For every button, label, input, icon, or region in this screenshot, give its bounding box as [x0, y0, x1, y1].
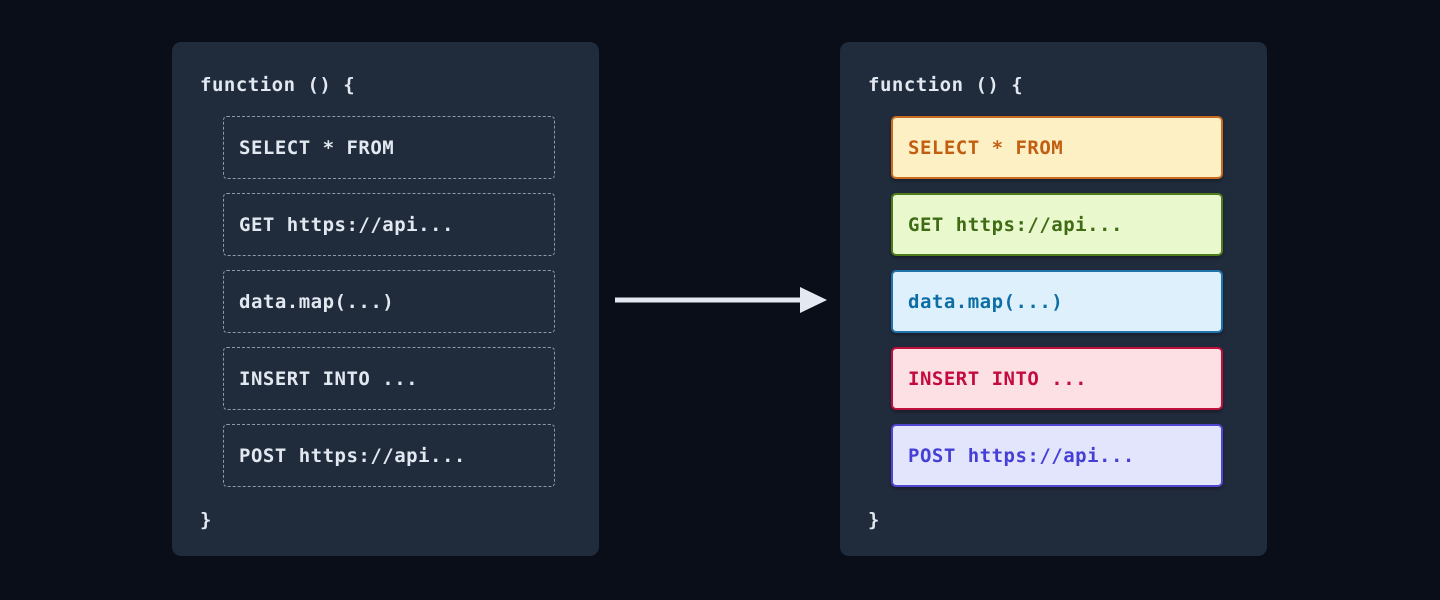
- function-close-line: }: [200, 509, 212, 531]
- code-block-get: GET https://api...: [223, 193, 555, 256]
- code-block-post-highlighted: POST https://api...: [891, 424, 1223, 487]
- highlighted-block-list: SELECT * FROM GET https://api... data.ma…: [891, 116, 1223, 487]
- function-close-line: }: [868, 509, 880, 531]
- code-block-select-highlighted: SELECT * FROM: [891, 116, 1223, 179]
- source-code-panel: function () { SELECT * FROM GET https://…: [172, 42, 599, 556]
- code-block-get-highlighted: GET https://api...: [891, 193, 1223, 256]
- code-block-select: SELECT * FROM: [223, 116, 555, 179]
- code-block-map-highlighted: data.map(...): [891, 270, 1223, 333]
- source-block-list: SELECT * FROM GET https://api... data.ma…: [223, 116, 555, 487]
- code-block-map: data.map(...): [223, 270, 555, 333]
- code-block-insert-highlighted: INSERT INTO ...: [891, 347, 1223, 410]
- highlighted-code-panel: function () { SELECT * FROM GET https://…: [840, 42, 1267, 556]
- function-open-line: function () {: [868, 74, 1024, 96]
- code-block-post: POST https://api...: [223, 424, 555, 487]
- transform-arrow-icon: [610, 282, 834, 318]
- code-block-insert: INSERT INTO ...: [223, 347, 555, 410]
- function-open-line: function () {: [200, 74, 356, 96]
